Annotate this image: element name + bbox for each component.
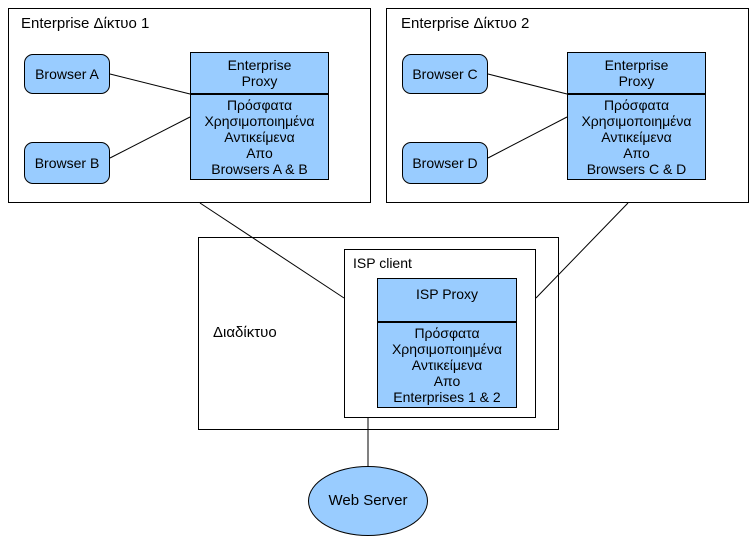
isp-cache-line-4: Απο — [433, 373, 461, 389]
isp-proxy-node: ISP Proxy — [377, 278, 517, 322]
isp-proxy-cache-node: Πρόσφατα Χρησιμοποιημένα Αντικείμενα Απο… — [377, 322, 517, 408]
browser-c-node: Browser C — [402, 54, 488, 94]
proxy-1-cache-node: Πρόσφατα Χρησιμοποιημένα Αντικείμενα Απο… — [190, 94, 329, 180]
proxy-2-cache-line-5: Browsers C & D — [586, 161, 687, 177]
isp-client-title: ISP client — [353, 255, 412, 271]
enterprise-network-1-title: Enterprise Δίκτυο 1 — [21, 15, 150, 32]
browser-a-node: Browser A — [24, 54, 110, 94]
internet-label: Διαδίκτυο — [213, 324, 277, 341]
isp-cache-line-1: Πρόσφατα — [414, 325, 480, 341]
enterprise-proxy-1-line-1: Enterprise — [227, 57, 292, 73]
browser-d-label: Browser D — [412, 155, 478, 171]
browser-a-label: Browser A — [35, 66, 99, 82]
enterprise-network-2-title: Enterprise Δίκτυο 2 — [401, 15, 530, 32]
isp-cache-line-3: Αντικείμενα — [411, 357, 483, 373]
enterprise-proxy-2-line-2: Proxy — [618, 73, 655, 89]
enterprise-network-2-frame: Enterprise Δίκτυο 2 — [386, 8, 749, 203]
proxy-2-cache-line-4: Απο — [623, 145, 650, 161]
enterprise-proxy-1-node: Enterprise Proxy — [190, 52, 329, 94]
proxy-1-cache-line-1: Πρόσφατα — [226, 97, 293, 113]
isp-cache-line-2: Χρησιμοποιημένα — [391, 341, 503, 357]
internet-frame — [198, 237, 559, 430]
enterprise-proxy-1-line-2: Proxy — [241, 73, 278, 89]
browser-b-node: Browser B — [24, 142, 110, 184]
proxy-1-cache-line-2: Χρησιμοποιημένα — [204, 113, 315, 129]
web-server-node: Web Server — [308, 466, 428, 536]
web-server-label: Web Server — [328, 492, 408, 509]
enterprise-proxy-2-node: Enterprise Proxy — [567, 52, 706, 94]
isp-proxy-label: ISP Proxy — [416, 286, 478, 302]
proxy-1-cache-line-3: Αντικείμενα — [224, 129, 295, 145]
enterprise-network-1-frame: Enterprise Δίκτυο 1 — [8, 8, 371, 203]
proxy-2-cache-node: Πρόσφατα Χρησιμοποιημένα Αντικείμενα Απο… — [567, 94, 706, 180]
browser-d-node: Browser D — [402, 142, 488, 184]
proxy-2-cache-line-1: Πρόσφατα — [603, 97, 670, 113]
enterprise-proxy-2-line-1: Enterprise — [604, 57, 669, 73]
isp-cache-line-5: Enterprises 1 & 2 — [393, 389, 501, 405]
proxy-1-cache-line-5: Browsers A & B — [211, 161, 308, 177]
proxy-2-cache-line-3: Αντικείμενα — [601, 129, 672, 145]
browser-c-label: Browser C — [412, 66, 478, 82]
proxy-1-cache-line-4: Απο — [246, 145, 273, 161]
proxy-2-cache-line-2: Χρησιμοποιημένα — [581, 113, 692, 129]
browser-b-label: Browser B — [34, 155, 100, 171]
